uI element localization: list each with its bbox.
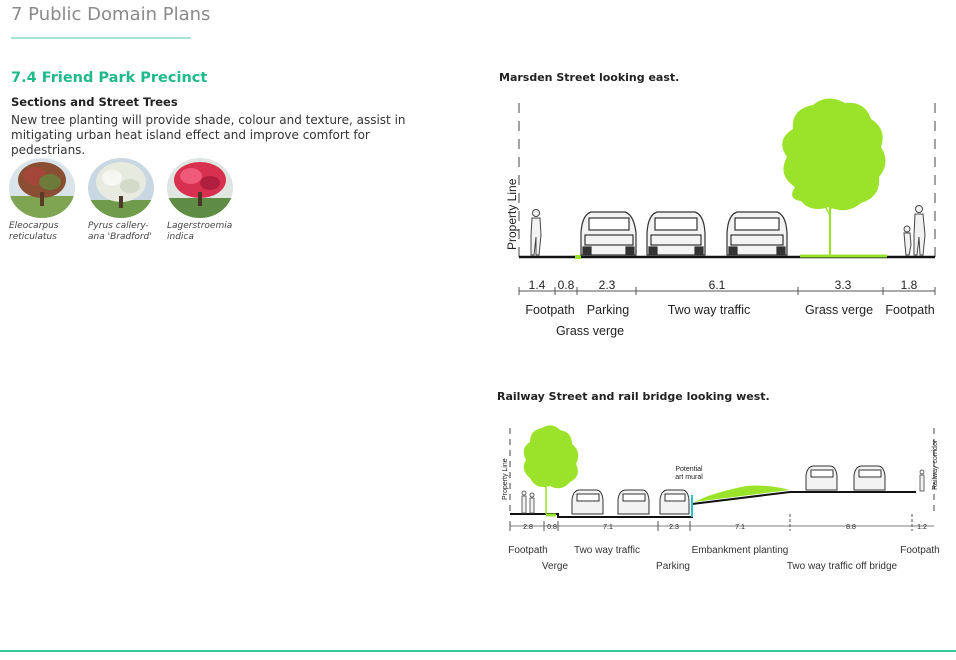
label-grass-verge-right: Grass verge xyxy=(805,303,873,317)
pyrus-tree-photo xyxy=(88,158,154,218)
eleocarpus-tree-photo xyxy=(9,158,75,218)
section-body-text: New tree planting will provide shade, co… xyxy=(11,113,406,157)
pedestrian-right-icon xyxy=(919,469,925,492)
label-grass-verge-left: Grass verge xyxy=(556,324,624,338)
tree-caption-pyrus: Pyrus callery-ana 'Bradford' xyxy=(88,221,152,242)
car-bridge-1-icon xyxy=(805,465,838,491)
section-subheading: Sections and Street Trees xyxy=(11,95,178,109)
width-footpath-left: 2.8 xyxy=(523,524,533,531)
title-underline xyxy=(11,37,191,39)
label-bridge-traffic: Two way traffic off bridge xyxy=(787,561,898,572)
property-line-label: Property Line xyxy=(505,178,519,250)
lagerstroemia-tree-photo xyxy=(167,158,233,218)
width-traffic: 7.1 xyxy=(603,524,613,531)
label-parking: Parking xyxy=(587,303,629,317)
width-bridge-traffic: 8.8 xyxy=(846,524,856,531)
car-traffic-2-icon xyxy=(726,211,788,256)
width-parking: 2.3 xyxy=(669,524,679,531)
width-footpath-right: 1.2 xyxy=(917,524,927,531)
street-tree-icon xyxy=(782,98,886,255)
label-footpath-left: Footpath xyxy=(508,545,547,556)
street-tree-icon xyxy=(523,425,579,514)
property-line-label: Property Line xyxy=(502,458,509,500)
label-parking: Parking xyxy=(656,561,690,572)
railway-corridor-label: Railway corridor xyxy=(932,439,939,490)
pedestrians-left-icon xyxy=(521,490,535,514)
width-traffic: 6.1 xyxy=(709,278,726,292)
car-parking-icon xyxy=(659,489,690,515)
width-verge: 0.8 xyxy=(547,524,557,531)
label-embankment: Embankment planting xyxy=(692,545,789,556)
width-grass-verge-left: 0.8 xyxy=(558,278,575,292)
railway-street-title: Railway Street and rail bridge looking w… xyxy=(497,390,770,403)
label-footpath-right: Footpath xyxy=(885,303,934,317)
width-grass-verge-right: 3.3 xyxy=(835,278,852,292)
section-heading: 7.4 Friend Park Precinct xyxy=(11,70,208,86)
label-footpath-right: Footpath xyxy=(900,545,939,556)
label-footpath-left: Footpath xyxy=(525,303,574,317)
car-parking-icon xyxy=(580,211,637,256)
pedestrians-right-icon xyxy=(903,205,926,256)
label-traffic: Two way traffic xyxy=(668,303,750,317)
marsden-street-title: Marsden Street looking east. xyxy=(499,71,680,84)
width-parking: 2.3 xyxy=(599,278,616,292)
width-footpath-right: 1.8 xyxy=(901,278,918,292)
label-verge: Verge xyxy=(542,561,569,572)
car-bridge-2-icon xyxy=(853,465,886,491)
page-title: 7 Public Domain Plans xyxy=(11,4,211,25)
mural-label-line1: Potential xyxy=(675,466,703,473)
width-embankment: 7.1 xyxy=(735,524,745,531)
car-traffic-2-icon xyxy=(617,489,650,515)
pedestrian-left-icon xyxy=(530,209,542,256)
mural-label-line2: art mural xyxy=(675,474,703,481)
car-traffic-1-icon xyxy=(571,489,604,515)
marsden-street-section-diagram: Property Line xyxy=(505,98,936,338)
width-footpath-left: 1.4 xyxy=(529,278,546,292)
car-traffic-1-icon xyxy=(646,211,706,256)
label-traffic: Two way traffic xyxy=(574,545,640,556)
railway-street-section-diagram: Property Line Railway corridor Potential… xyxy=(502,425,940,572)
footer-rule xyxy=(0,650,956,652)
embankment-planting-icon xyxy=(694,485,790,502)
